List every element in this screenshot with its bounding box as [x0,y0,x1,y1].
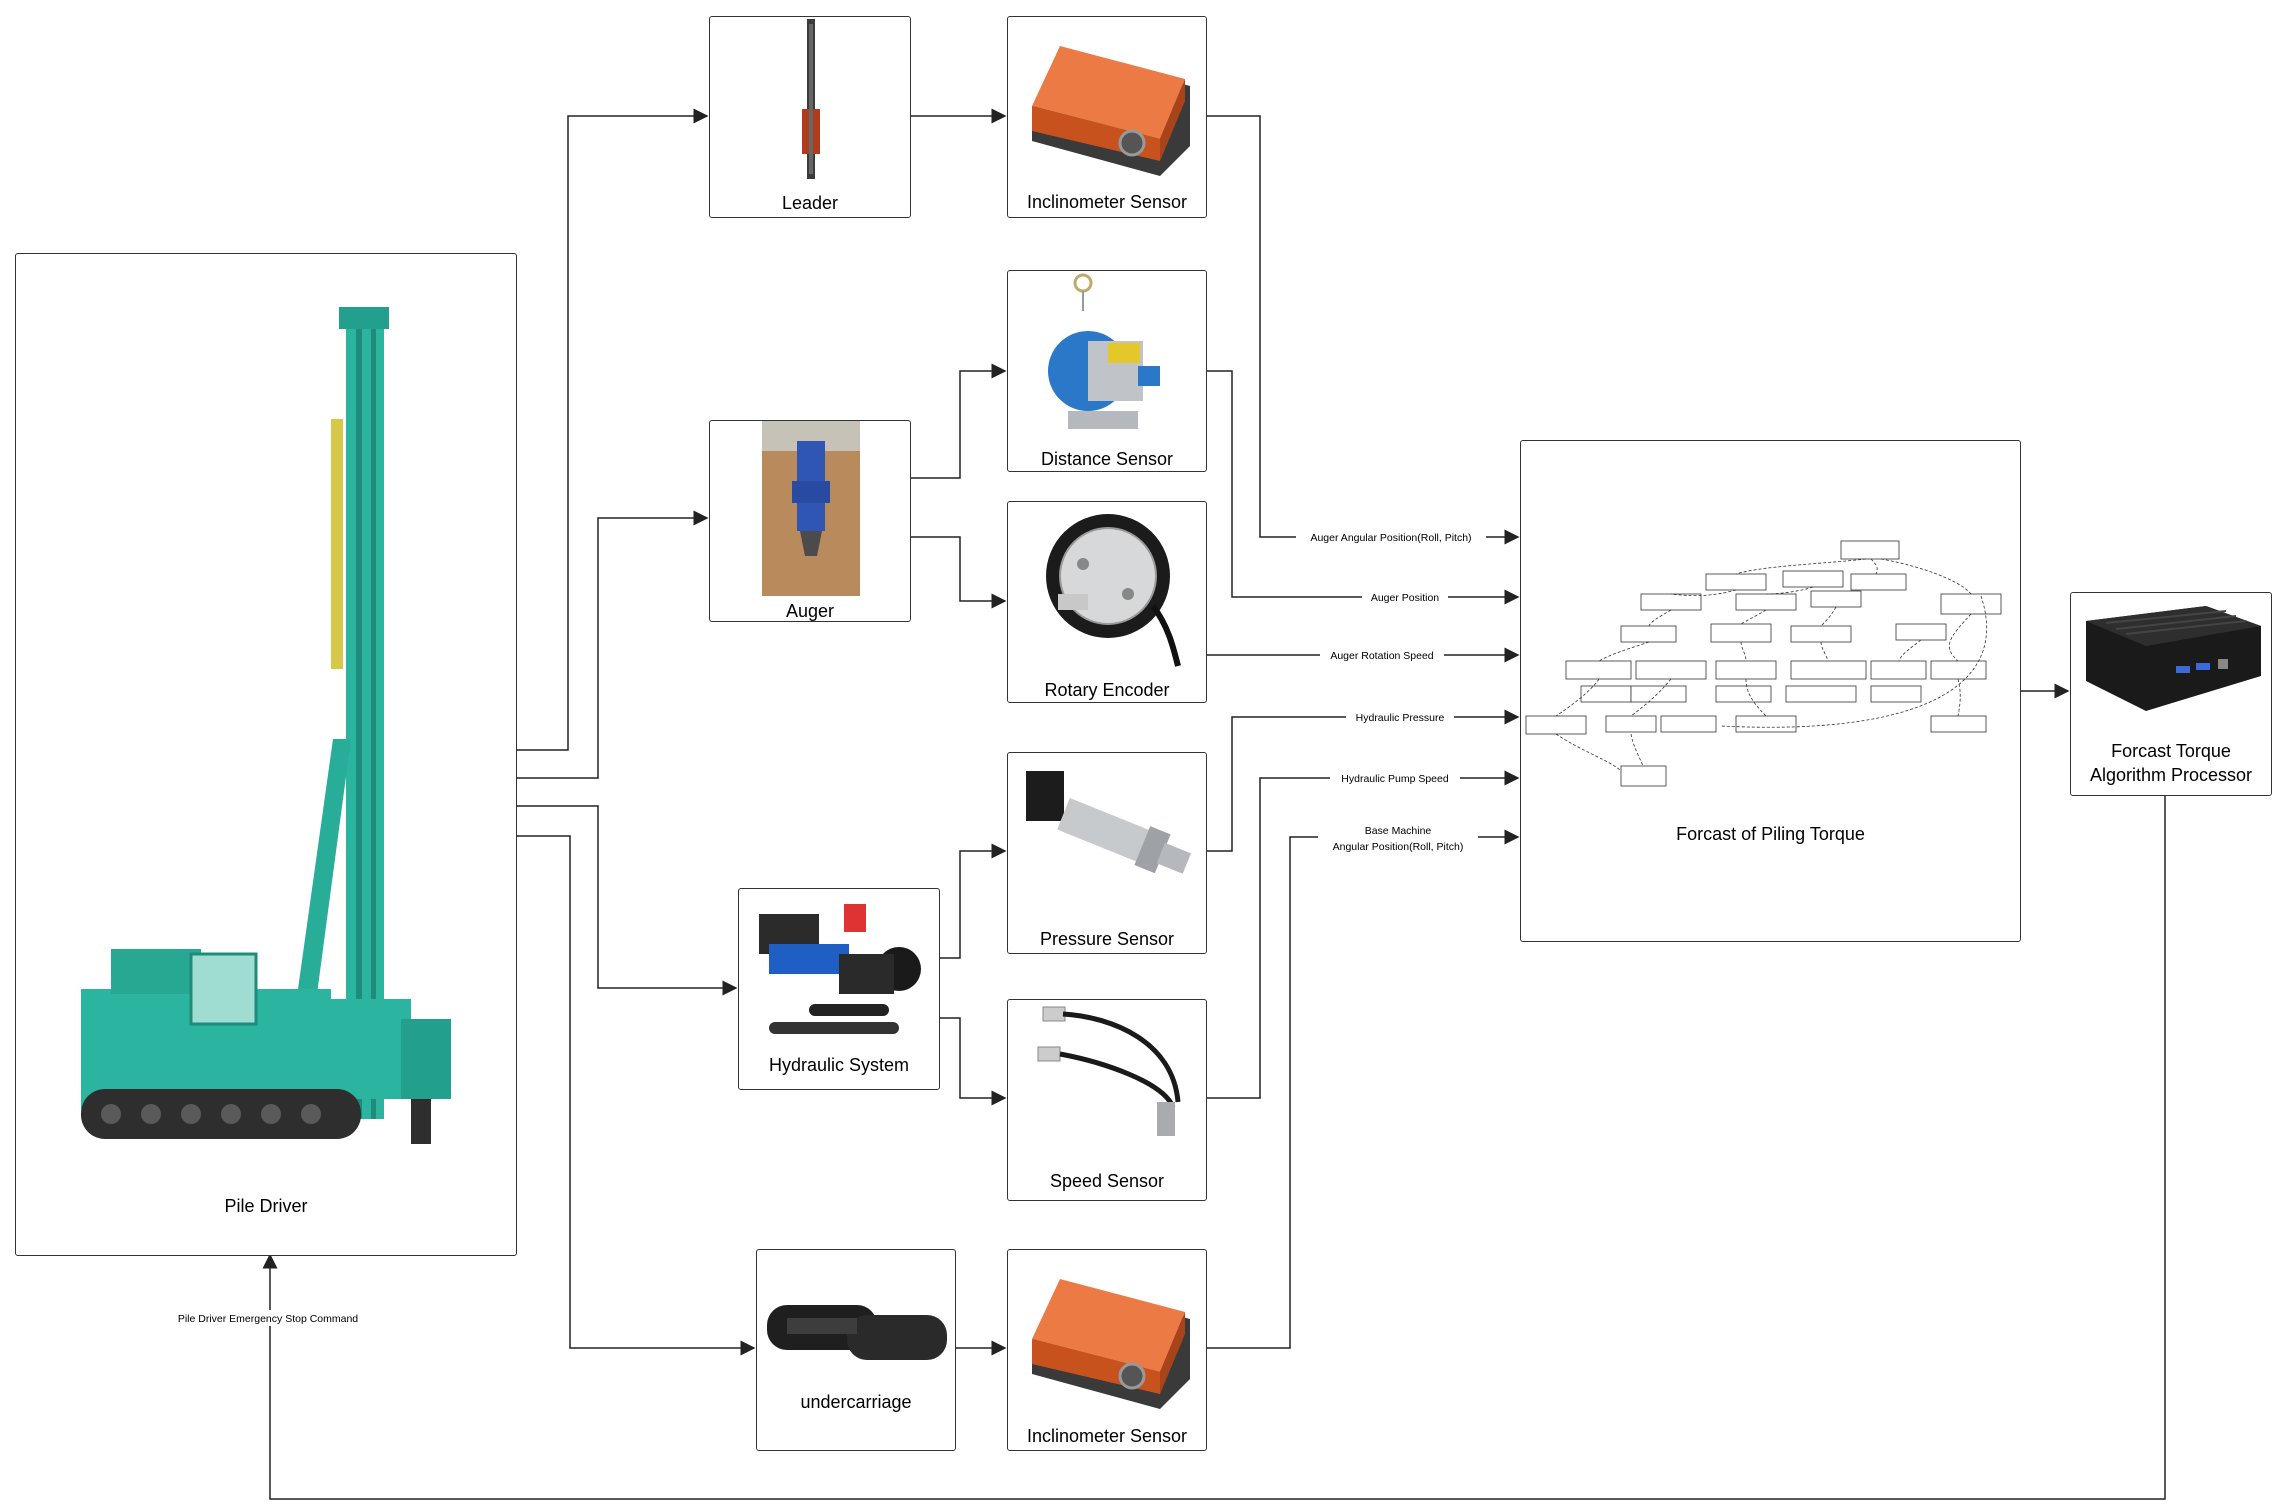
rotary-encoder-image [1046,514,1181,667]
pressure-sensor-label: Pressure Sensor [1039,929,1175,949]
processor-image [2086,606,2261,711]
hydraulic-system-label: Hydraulic System [768,1055,910,1075]
speed-sensor-label: Speed Sensor [1049,1171,1165,1191]
edge-piledriver-auger [517,510,709,779]
inclinometer-top-label: Inclinometer Sensor [1026,192,1188,212]
undercarriage-label: undercarriage [800,1392,912,1412]
inclinometer-bottom-node[interactable]: Inclinometer Sensor [1007,1249,1207,1451]
edge-label-base-machine-angular: Angular Position(Roll, Pitch) [1333,841,1464,853]
edge-piledriver-hydraulic [517,805,738,996]
pile-driver-image [81,307,451,1144]
edge-label-auger-position: Auger Position [1371,592,1439,604]
edge-hydraulic-pressure [940,843,1007,959]
undercarriage-node[interactable]: undercarriage [756,1249,956,1451]
edge-label-auger-angular: Auger Angular Position(Roll, Pitch) [1310,532,1471,544]
pile-driver-label: Pile Driver [224,1196,308,1216]
edge-piledriver-undercarriage [517,835,756,1356]
rotary-encoder-label: Rotary Encoder [1044,680,1170,700]
edge-baseinclinometer-forecast [1207,829,1520,1349]
inclinometer-bottom-label: Inclinometer Sensor [1026,1426,1188,1446]
bayesian-network-image [1525,540,2002,787]
pile-driver-node[interactable]: Pile Driver [15,253,517,1256]
edge-label-base-machine: Base Machine [1365,825,1432,837]
edge-processor-piledriver [262,796,2166,1500]
inclinometer-top-image [1032,46,1190,176]
processor-label-line1: Forcast Torque [2111,741,2231,761]
edge-auger-distance [911,363,1007,479]
distance-sensor-node[interactable]: Distance Sensor [1007,270,1207,472]
hydraulic-system-node[interactable]: Hydraulic System [738,888,940,1090]
forecast-node[interactable]: Forcast of Piling Torque [1520,440,2021,942]
pressure-sensor-node[interactable]: Pressure Sensor [1007,752,1207,954]
pressure-sensor-image [1026,771,1191,874]
edge-distance-forecast [1207,370,1520,605]
edge-inclinometer-forecast [1207,115,1520,545]
edge-label-hydraulic-pressure: Hydraulic Pressure [1356,712,1445,724]
auger-label: Auger [785,601,835,621]
forecast-label: Forcast of Piling Torque [1676,824,1865,844]
hydraulic-system-image [759,904,921,1034]
leader-image [802,19,820,179]
undercarriage-image [767,1305,947,1360]
distance-sensor-image [1048,273,1160,429]
speed-sensor-image [1037,1006,1181,1136]
speed-sensor-node[interactable]: Speed Sensor [1007,999,1207,1201]
edge-label-auger-rotation: Auger Rotation Speed [1330,650,1433,662]
leader-node[interactable]: Leader [709,16,911,218]
edge-piledriver-leader [517,108,709,751]
distance-sensor-label: Distance Sensor [1040,449,1174,469]
edge-label-hydraulic-pump-speed: Hydraulic Pump Speed [1341,773,1449,785]
processor-label-line2: Algorithm Processor [2089,765,2253,785]
auger-image [762,421,860,596]
auger-node[interactable]: Auger [709,420,911,622]
edge-label-emergency-stop: Pile Driver Emergency Stop Command [178,1313,358,1325]
edge-hydraulic-speed [940,1017,1007,1106]
rotary-encoder-node[interactable]: Rotary Encoder [1007,501,1207,703]
leader-label: Leader [781,193,839,213]
inclinometer-top-node[interactable]: Inclinometer Sensor [1007,16,1207,218]
edge-auger-encoder [911,536,1007,609]
processor-node[interactable]: Forcast Torque Algorithm Processor [2070,592,2272,796]
inclinometer-bottom-image [1032,1279,1190,1409]
